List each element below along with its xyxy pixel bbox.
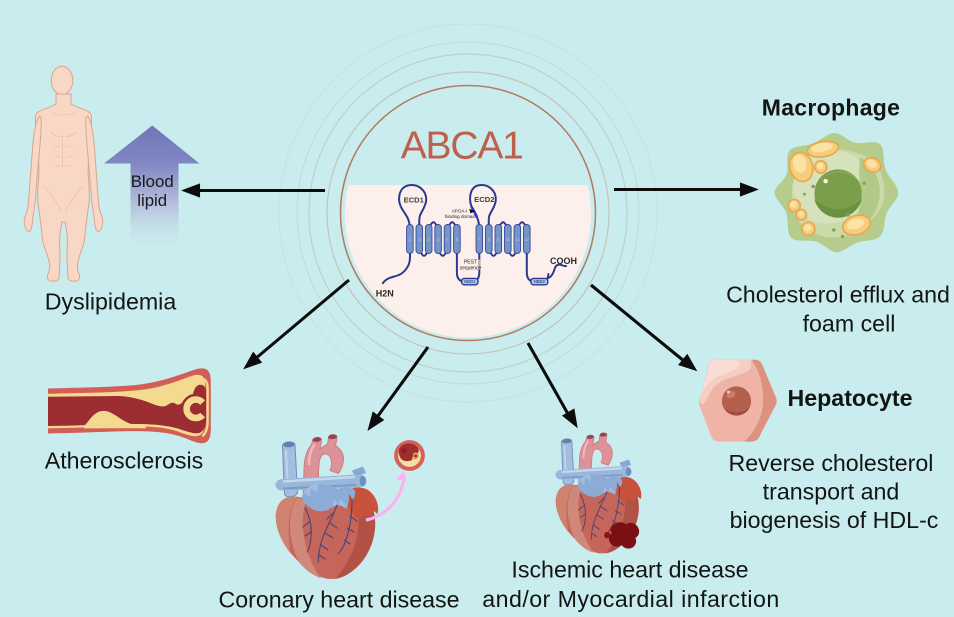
svg-text:1: 1 xyxy=(409,237,412,242)
svg-text:Cholesterol efflux and: Cholesterol efflux and xyxy=(726,282,950,308)
svg-text:8: 8 xyxy=(488,237,491,242)
svg-text:COOH: COOH xyxy=(550,256,577,266)
svg-text:biogenesis of HDL-c: biogenesis of HDL-c xyxy=(730,507,939,533)
svg-text:6: 6 xyxy=(456,237,459,242)
svg-text:PEST: PEST xyxy=(464,260,477,266)
svg-text:ECD2: ECD2 xyxy=(474,195,494,204)
svg-text:Coronary heart disease: Coronary heart disease xyxy=(218,587,459,613)
svg-text:10: 10 xyxy=(506,237,511,242)
svg-text:Hepatocyte: Hepatocyte xyxy=(788,385,913,411)
svg-text:7: 7 xyxy=(478,237,481,242)
svg-text:9: 9 xyxy=(497,237,500,242)
svg-text:foam cell: foam cell xyxy=(803,311,896,337)
svg-text:5: 5 xyxy=(446,237,449,242)
svg-text:NBD2: NBD2 xyxy=(534,279,546,284)
svg-text:Macrophage: Macrophage xyxy=(762,95,900,121)
svg-text:3: 3 xyxy=(428,237,431,242)
svg-text:APOA-I: APOA-I xyxy=(452,208,468,213)
svg-text:lipid: lipid xyxy=(137,191,167,210)
svg-text:NBD1: NBD1 xyxy=(464,279,476,284)
svg-text:binding domain: binding domain xyxy=(445,214,477,219)
svg-text:sequence: sequence xyxy=(460,266,482,272)
svg-text:Atherosclerosis: Atherosclerosis xyxy=(45,447,204,473)
svg-text:2: 2 xyxy=(418,237,421,242)
svg-text:Ischemic heart disease: Ischemic heart disease xyxy=(511,557,748,583)
svg-text:H2N: H2N xyxy=(376,289,394,299)
svg-text:12: 12 xyxy=(525,237,530,242)
svg-text:and/or Myocardial infarction: and/or Myocardial infarction xyxy=(482,586,779,612)
svg-text:Blood: Blood xyxy=(131,172,174,191)
svg-text:11: 11 xyxy=(515,237,520,242)
svg-text:4: 4 xyxy=(437,237,440,242)
svg-text:Dyslipidemia: Dyslipidemia xyxy=(45,289,177,315)
svg-text:transport and: transport and xyxy=(763,479,900,505)
svg-text:ECD1: ECD1 xyxy=(404,195,425,204)
svg-text:ABCA1: ABCA1 xyxy=(401,125,523,168)
svg-text:Reverse cholesterol: Reverse cholesterol xyxy=(729,450,934,476)
